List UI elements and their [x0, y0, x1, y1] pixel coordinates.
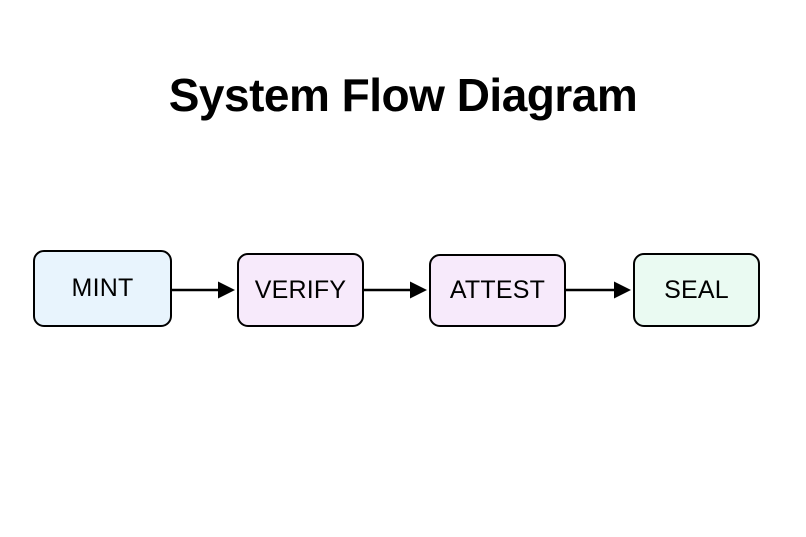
flow-node-verify[interactable]: VERIFY	[237, 253, 364, 327]
flow-arrow-attest-to-seal	[566, 278, 633, 302]
page-title: System Flow Diagram	[168, 69, 638, 121]
flow-arrow-mint-to-verify	[172, 278, 237, 302]
flow-node-label: SEAL	[664, 275, 729, 304]
flow-node-mint[interactable]: MINT	[33, 250, 172, 327]
flow-node-attest[interactable]: ATTEST	[429, 254, 566, 327]
flow-node-label: ATTEST	[449, 276, 546, 304]
flow-node-label: VERIFY	[254, 275, 347, 304]
flow-node-label: MINT	[71, 274, 134, 302]
flow-node-seal[interactable]: SEAL	[633, 253, 760, 327]
flow-arrow-verify-to-attest	[364, 278, 429, 302]
